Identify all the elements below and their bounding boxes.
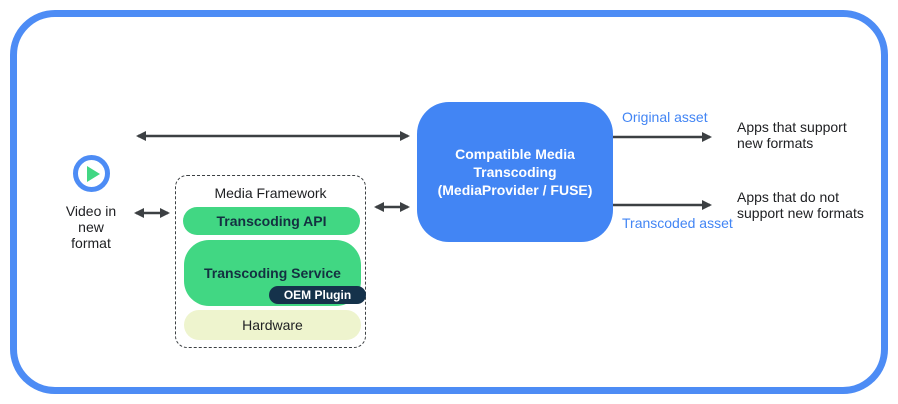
hardware-layer: Hardware (184, 310, 361, 340)
transcoding-service-layer: Transcoding Service OEM Plugin (184, 240, 366, 306)
play-icon (73, 155, 110, 192)
video-source-label: Video in new format (65, 203, 117, 251)
apps-support-new-formats-label: Apps that support new formats (737, 119, 847, 151)
media-framework-title: Media Framework (214, 185, 327, 201)
transcoding-api-layer: Transcoding API (183, 207, 360, 235)
original-asset-label: Original asset (622, 109, 708, 125)
transcoded-asset-label: Transcoded asset (622, 215, 733, 231)
compatible-media-transcoding-box: Compatible Media Transcoding (MediaProvi… (417, 102, 613, 242)
media-framework-group: Media Framework Transcoding API Transcod… (175, 175, 366, 348)
transcoding-service-label: Transcoding Service (204, 265, 341, 281)
apps-not-support-new-formats-label: Apps that do not support new formats (737, 189, 864, 221)
diagram-frame (10, 10, 888, 394)
play-triangle-icon (87, 165, 100, 182)
oem-plugin-badge: OEM Plugin (269, 286, 366, 304)
